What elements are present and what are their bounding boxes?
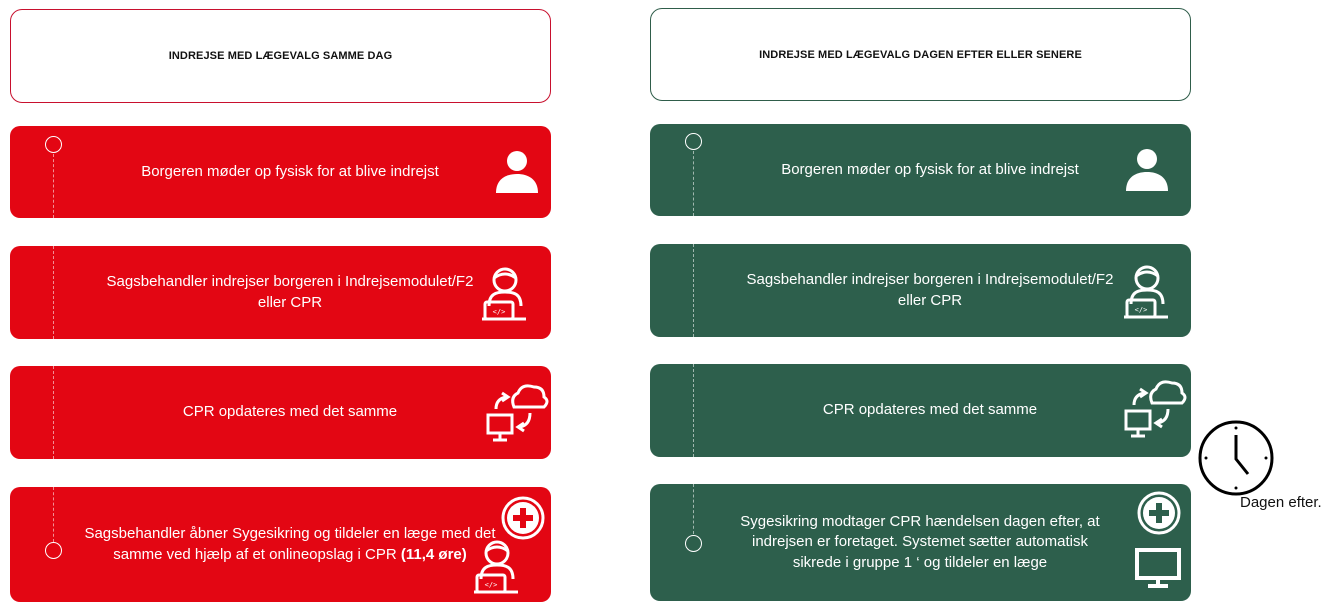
right-step-1-text: Borgeren møder op fysisk for at blive in… xyxy=(781,160,1079,178)
header-next-day: INDREJSE MED LÆGEVALG DAGEN EFTER ELLER … xyxy=(650,8,1191,101)
right-step-3-text: CPR opdateres med det samme xyxy=(822,401,1038,419)
plus-circle-icon xyxy=(501,496,545,540)
left-step-2-text: Sagsbehandler indrejser borgeren i Indre… xyxy=(106,273,474,311)
clock-label: Dagen efter. xyxy=(1240,494,1322,511)
left-step-1-text: Borgeren møder op fysisk for at blive in… xyxy=(141,162,439,180)
person-icon xyxy=(496,151,538,193)
timeline-line xyxy=(693,244,694,337)
cloud-sync-icon xyxy=(1124,380,1187,438)
right-step-4: Sygesikring modtager CPR hændelsen dagen… xyxy=(650,484,1191,601)
developer-icon: </> xyxy=(1124,265,1168,319)
left-step-3: CPR opdateres med det samme xyxy=(10,366,551,459)
svg-text:</>: </> xyxy=(485,581,498,589)
timeline-dot xyxy=(685,535,702,552)
plus-circle-icon xyxy=(1137,491,1181,535)
developer-icon: </> xyxy=(474,540,518,594)
person-icon xyxy=(1126,149,1168,191)
right-step-2: Sagsbehandler indrejser borgeren i Indre… xyxy=(650,244,1191,337)
left-step-3-text: CPR opdateres med det samme xyxy=(182,403,398,421)
timeline-line xyxy=(53,487,54,542)
timeline-dot xyxy=(45,136,62,153)
right-step-2-text: Sagsbehandler indrejser borgeren i Indre… xyxy=(746,271,1114,309)
right-step-3: CPR opdateres med det samme xyxy=(650,364,1191,457)
svg-text:</>: </> xyxy=(493,308,506,316)
left-step-4-bold: (11,4 øre) xyxy=(400,545,467,563)
timeline-dot xyxy=(45,542,62,559)
header-same-day: INDREJSE MED LÆGEVALG SAMME DAG xyxy=(10,9,551,103)
timeline-line xyxy=(693,484,694,534)
timeline-line xyxy=(693,364,694,457)
right-step-1: Borgeren møder op fysisk for at blive in… xyxy=(650,124,1191,216)
header-next-day-label: INDREJSE MED LÆGEVALG DAGEN EFTER ELLER … xyxy=(759,48,1082,61)
svg-text:</>: </> xyxy=(1135,306,1148,314)
timeline-line xyxy=(693,151,694,216)
header-same-day-label: INDREJSE MED LÆGEVALG SAMME DAG xyxy=(168,50,393,62)
left-step-2: Sagsbehandler indrejser borgeren i Indre… xyxy=(10,246,551,339)
developer-icon: </> xyxy=(482,267,526,321)
timeline-line xyxy=(53,366,54,459)
monitor-icon xyxy=(1135,548,1181,588)
timeline-dot xyxy=(685,133,702,150)
timeline-line xyxy=(53,246,54,339)
left-step-4-text: Sagsbehandler åbner Sygesikring og tilde… xyxy=(84,525,496,563)
clock-icon xyxy=(1198,420,1274,496)
right-step-4-text: Sygesikring modtager CPR hændelsen dagen… xyxy=(740,513,1100,571)
left-step-4: Sagsbehandler åbner Sygesikring og tilde… xyxy=(10,487,551,602)
timeline-line xyxy=(53,154,54,218)
cloud-sync-icon xyxy=(486,384,549,442)
left-step-1: Borgeren møder op fysisk for at blive in… xyxy=(10,126,551,218)
